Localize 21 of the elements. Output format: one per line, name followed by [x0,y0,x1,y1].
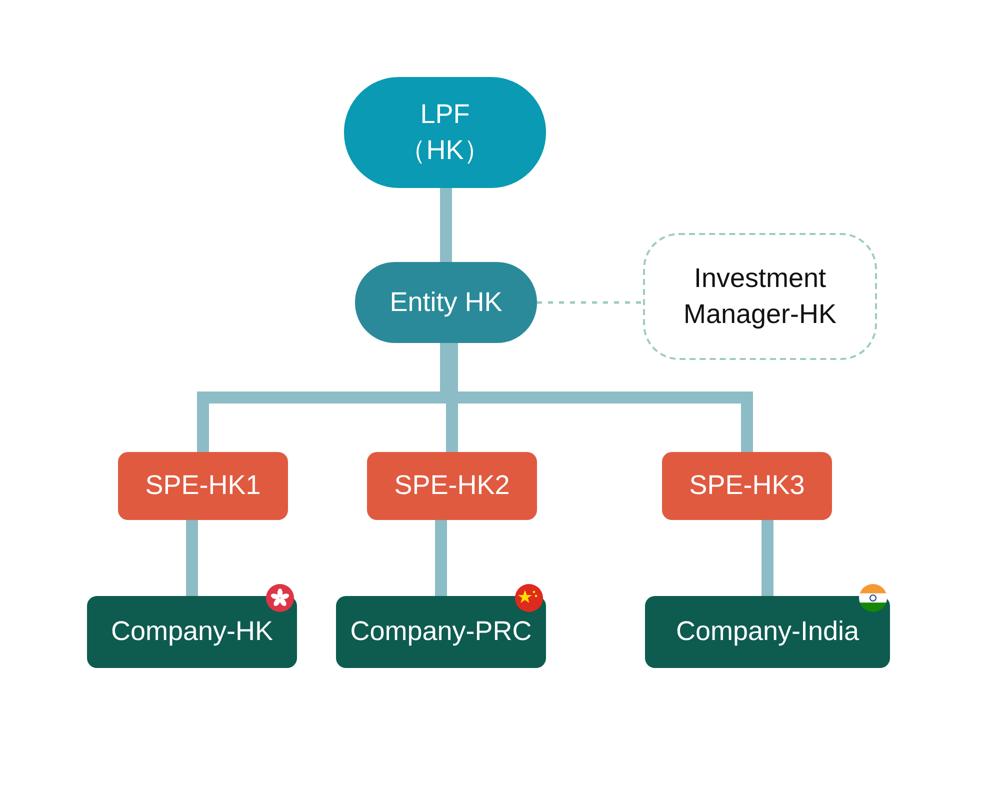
node-label: Company-PRC [349,615,533,648]
connector-line [762,520,774,596]
process-box [336,596,546,668]
process-box [87,596,297,668]
process-box [662,452,832,520]
node-label: Investment Manager-HK [682,262,838,331]
connector-line [446,343,458,452]
node-label: Company-India [674,615,860,648]
connector-line [435,520,447,596]
dashed-connector [537,301,643,304]
node-label: Entity HK [388,286,504,319]
node-label: SPE-HK1 [144,469,262,502]
node-label: SPE-HK2 [393,469,511,502]
node-label: LPF （HK） [398,98,492,166]
process-box [118,452,288,520]
connector-line [440,188,452,262]
process-box [645,596,890,668]
process-box [367,452,537,520]
node-label: Company-HK [110,615,274,648]
node-label: SPE-HK3 [688,469,806,502]
connector-line [186,520,198,596]
